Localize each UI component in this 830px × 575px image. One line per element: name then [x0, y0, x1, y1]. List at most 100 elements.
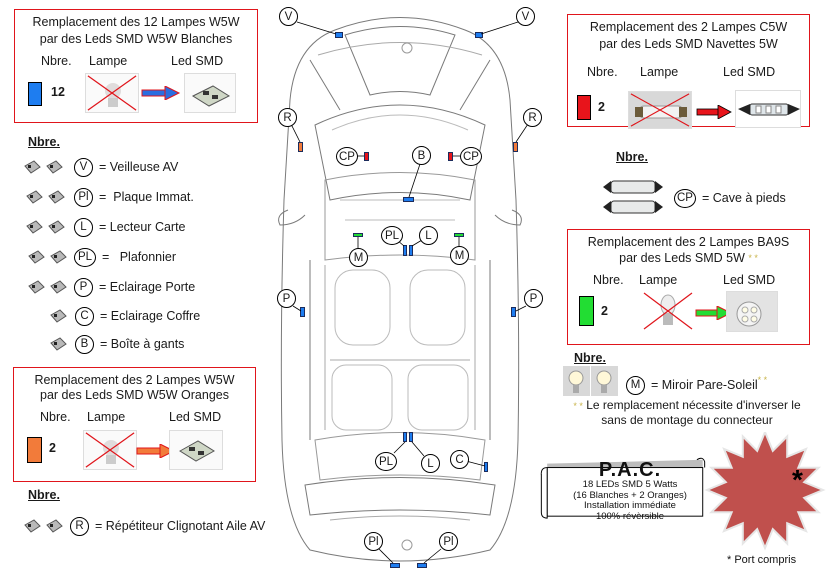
badge-miroir-right: M: [450, 246, 469, 265]
badge-boite-gants: B: [412, 146, 431, 165]
led-bulb-icon: [26, 190, 43, 204]
led-bulb-icon: [48, 190, 65, 204]
badge-cave-pieds-right: CP: [460, 147, 482, 166]
ba9s-led-smd-image: [726, 291, 778, 332]
legend-item-veilleuse: V = Veilleuse AV: [24, 157, 178, 177]
box-title-line1: Remplacement des 2 Lampes BA9S: [587, 235, 790, 249]
led-bulb-icon: [46, 519, 63, 533]
box-title-line2: par des Leds SMD Navettes 5W: [599, 37, 778, 51]
pac-line2: (16 Blanches + 2 Oranges): [573, 489, 687, 501]
badge-coffre: C: [450, 450, 469, 469]
scroll-banner: [540, 457, 706, 519]
legend-label: = Répétiteur Clignotant Aile AV: [95, 519, 266, 533]
led-bulb-icon: [46, 160, 63, 174]
legend-item-lecteur-carte: L = Lecteur Carte: [26, 217, 186, 237]
port-compris-note: * Port compris: [727, 554, 796, 566]
marker-porte-left: [300, 307, 305, 317]
marker-veilleuse-left: [335, 32, 343, 38]
w5w-led-smd-image: [169, 430, 223, 470]
led-bulb-icon: [50, 337, 67, 351]
marker-plafonnier-rear: [403, 432, 407, 442]
legend-item-repetiteur: R = Répétiteur Clignotant Aile AV: [24, 516, 265, 536]
box-title-line2: par des Leds SMD 5W * *: [568, 250, 809, 267]
arrow-right-icon: [696, 105, 732, 119]
column-header-lampe: Lampe: [640, 65, 679, 79]
marker-cave-pieds-right: [448, 152, 453, 161]
led-count: 2: [598, 100, 605, 114]
badge-porte-right: P: [524, 289, 543, 308]
legend-white-heading: Nbre.: [28, 135, 60, 149]
box-title-line2-text: par des Leds SMD 5W: [619, 251, 745, 265]
badge-veilleuse-right: V: [516, 7, 535, 26]
column-header-led-smd: Led SMD: [723, 273, 776, 287]
ba9s-led-pair-icon: [563, 366, 619, 396]
arrow-right-icon: [136, 444, 176, 458]
legend-label: = Plafonnier: [102, 250, 177, 264]
red-led-color-swatch: [577, 95, 591, 120]
column-header-nbre: Nbre.: [41, 54, 72, 68]
starburst-asterisk: *: [792, 464, 803, 495]
column-header-led-smd: Led SMD: [171, 54, 224, 68]
led-count: 2: [601, 304, 608, 318]
marker-lecteur-rear: [409, 432, 413, 442]
led-bulb-icon: [24, 160, 41, 174]
badge-lecteur-front: L: [419, 226, 438, 245]
led-count: 12: [51, 85, 65, 99]
festoon-led-icon: [738, 103, 800, 116]
w5w-lamp-image: [83, 430, 137, 470]
ba9s-led-icon: [736, 301, 762, 327]
marker-repetiteur-right: [513, 142, 518, 152]
led-smd-icon: [179, 440, 215, 462]
badge-plaque-left: Pl: [364, 532, 383, 551]
pac-offer-text: P.A.C. 18 LEDs SMD 5 Watts (16 Blanches …: [560, 460, 700, 522]
crossed-out-icon: [643, 292, 693, 330]
column-header-led-smd: Led SMD: [169, 410, 222, 424]
ba9s-lamp-image: [642, 291, 694, 331]
column-header-lampe: Lampe: [639, 273, 678, 287]
column-header-nbre: Nbre.: [593, 273, 624, 287]
w5w-white-replacement-box: Remplacement des 12 Lampes W5W par des L…: [14, 9, 258, 123]
location-code-badge: V: [74, 157, 93, 177]
location-code-badge: C: [75, 306, 94, 326]
legend-label: = Eclairage Porte: [99, 280, 196, 294]
location-code-badge: L: [74, 217, 93, 237]
box-title-line1: Remplacement des 2 Lampes C5W: [589, 20, 788, 34]
badge-porte-left: P: [277, 289, 296, 308]
price-starburst-icon: [704, 432, 826, 551]
legend-label: = Plaque Immat.: [99, 190, 194, 204]
pac-line4: 100% révèrsible: [595, 510, 665, 522]
box-title-line2: par des Leds SMD W5W Oranges: [40, 388, 229, 402]
location-code-badge: PL: [74, 247, 96, 267]
badge-miroir-left: M: [349, 248, 368, 267]
legend-label: = Lecteur Carte: [99, 220, 186, 234]
legend-label: = Boîte à gants: [100, 337, 185, 351]
led-bulb-icon: [24, 519, 41, 533]
box-title-line1: Remplacement des 2 Lampes W5W: [34, 373, 235, 387]
pac-line3: Installation immédiate: [584, 500, 676, 511]
car-top-view-outline: [278, 17, 522, 562]
column-header-nbre: Nbre.: [40, 410, 71, 424]
orange-led-color-swatch: [27, 437, 42, 463]
badge-repetiteur-right: R: [523, 108, 542, 127]
ba9s-footnote: * * Le remplacement nécessite d'inverser…: [562, 398, 812, 427]
pac-line1: 18 LEDs SMD 5 Watts: [582, 479, 678, 490]
legend-item-cave-pieds: CP = Cave à pieds: [674, 188, 786, 208]
box-title-line1: Remplacement des 12 Lampes W5W: [32, 15, 240, 29]
led-bulb-icon: [26, 220, 43, 234]
w5w-led-smd-image: [184, 73, 236, 113]
led-bulb-icon: [28, 250, 45, 264]
marker-coffre: [484, 462, 488, 472]
marker-porte-right: [511, 307, 516, 317]
c5w-replacement-box: Remplacement des 2 Lampes C5W par des Le…: [567, 14, 810, 129]
c5w-led-smd-image: [735, 90, 801, 128]
legend-label: = Cave à pieds: [702, 191, 786, 205]
marker-plafonnier-front: [403, 245, 407, 256]
led-bulb-icon: [28, 280, 45, 294]
badge-lecteur-rear: L: [421, 454, 440, 473]
footnote-line2: sans de montage du connecteur: [601, 413, 773, 427]
w5w-lamp-image: [85, 73, 139, 113]
legend-c5w-heading: Nbre.: [616, 150, 648, 164]
arrow-right-icon: [141, 86, 181, 100]
led-bulb-icon: [50, 250, 67, 264]
box-title-line2: par des Leds SMD W5W Blanches: [39, 32, 233, 46]
